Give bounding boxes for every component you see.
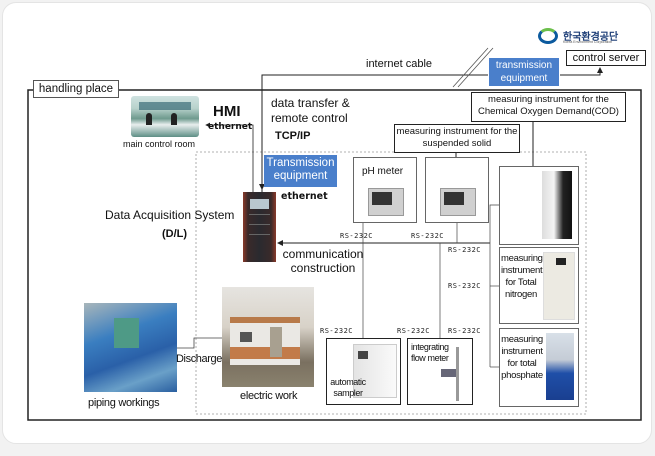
piping-workings-label: piping workings xyxy=(88,397,160,409)
site-region-frame xyxy=(195,151,587,415)
ss-meter-box xyxy=(425,157,489,223)
sampler-device xyxy=(353,344,397,398)
flow-meter-label: integrating flow meter xyxy=(411,342,449,363)
discharge-label: Discharge xyxy=(176,353,222,365)
to-server-line xyxy=(560,67,603,76)
cod-instrument-label: measuring instrument for the Chemical Ox… xyxy=(478,94,619,117)
ss-instrument-callout: measuring instrument for the suspended s… xyxy=(394,124,520,153)
rs232c-label: RS-232C xyxy=(448,282,482,290)
hmi-label: HMI xyxy=(213,103,241,120)
discharge-line xyxy=(176,337,222,349)
rs232c-label: RS-232C xyxy=(320,327,354,335)
handling-place-frame xyxy=(27,89,642,421)
total-phosphate-label: measuring instrument for total phosphate xyxy=(501,334,543,381)
electric-work-photo xyxy=(222,287,314,387)
rs232c-label: RS-232C xyxy=(411,232,445,240)
automatic-sampler-label: automatic sampler xyxy=(330,377,366,398)
data-transfer-label: data transfer & remote control xyxy=(271,96,350,125)
control-server-label: control server xyxy=(572,52,640,64)
das-abbr-label: (D/L) xyxy=(162,228,188,240)
total-phosphate-box: measuring instrument for total phosphate xyxy=(499,328,579,407)
internet-cable-label: internet cable xyxy=(366,58,433,70)
rs232c-label: RS-232C xyxy=(448,246,482,254)
transmission-equipment-top: transmission equipment xyxy=(489,58,559,86)
flow-meter-box: integrating flow meter xyxy=(407,338,473,405)
communication-construction-label: communication construction xyxy=(282,247,364,275)
logo-korean-name: 한국환경공단 xyxy=(563,32,619,43)
ph-meter-device xyxy=(368,188,404,216)
transmission-equipment-top-label: transmission equipment xyxy=(495,60,553,84)
piping-workings-photo xyxy=(84,303,177,392)
ss-meter-device xyxy=(440,188,476,216)
cod-device xyxy=(542,171,572,239)
ss-instrument-label: measuring instrument for the suspended s… xyxy=(396,126,518,149)
hmi-ethernet-label: ethernet xyxy=(208,122,253,132)
logo-icon xyxy=(538,28,558,44)
rs232c-label: RS-232C xyxy=(397,327,431,335)
data-logger-cabinet xyxy=(243,192,276,262)
das-label: Data Acquisition System xyxy=(105,208,235,222)
transmission-equipment-box: Transmission equipment xyxy=(264,155,337,187)
cod-instrument-box xyxy=(499,166,579,245)
cod-instrument-callout: measuring instrument for the Chemical Ox… xyxy=(471,92,626,122)
rs232c-label: RS-232C xyxy=(340,232,374,240)
main-control-room-label: main control room xyxy=(123,139,196,149)
tn-device xyxy=(543,252,575,320)
automatic-sampler-box: automatic sampler xyxy=(326,338,401,405)
control-server-box: control server xyxy=(566,50,646,66)
flow-meter-device xyxy=(456,347,459,401)
kec-logo: 한국환경공단 Korea Environment Corporation xyxy=(538,28,628,48)
hmi-ethernet-line xyxy=(205,122,254,193)
dl-ethernet-label: ethernet xyxy=(281,191,328,202)
tp-device xyxy=(546,333,574,400)
rs232c-label: RS-232C xyxy=(448,327,482,335)
handling-place-label: handling place xyxy=(38,83,114,95)
total-nitrogen-box: measuring instrument for Total nitrogen xyxy=(499,247,579,324)
logo-english-name: Korea Environment Corporation xyxy=(563,40,613,44)
ph-meter-label: pH meter xyxy=(362,166,404,177)
handling-place-label-box: handling place xyxy=(33,80,119,98)
ph-meter-box: pH meter xyxy=(353,157,417,223)
electric-work-label: electric work xyxy=(240,390,298,402)
tcp-ip-label: TCP/IP xyxy=(275,130,311,142)
total-nitrogen-label: measuring instrument for Total nitrogen xyxy=(501,253,543,300)
transmission-equipment-label: Transmission equipment xyxy=(266,157,335,182)
main-control-room-photo xyxy=(131,96,199,137)
